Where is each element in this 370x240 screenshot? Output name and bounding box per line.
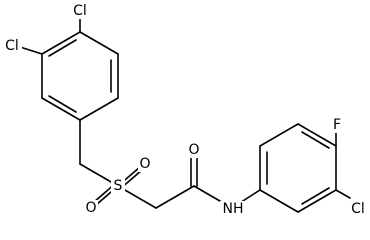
- oxygen-label: O: [139, 156, 150, 172]
- bond: [41, 31, 81, 55]
- bond: [79, 31, 119, 55]
- atom-label-o-sulfonyl-right: O: [138, 156, 152, 172]
- chlorine-label: Cl: [73, 3, 87, 19]
- molecule-diagram: Cl Cl S O O O NH F Cl: [2, 3, 368, 217]
- atom-label-fluorine: F: [330, 117, 344, 133]
- atom-label-cl-right: Cl: [348, 201, 368, 217]
- double-bond-inner: [48, 95, 77, 113]
- bond: [259, 189, 299, 213]
- double-bond-inner: [301, 131, 330, 149]
- double-bond-inner: [48, 39, 77, 57]
- bond-c-cl-left: [19, 46, 43, 55]
- double-bond-inner: [301, 187, 330, 205]
- fluorine-label: F: [333, 117, 341, 133]
- bond: [259, 123, 299, 147]
- amine-label: NH: [223, 201, 244, 217]
- bond: [297, 123, 337, 147]
- atom-label-sulfur: S: [111, 178, 125, 194]
- oxygen-label: O: [85, 200, 96, 216]
- dichlorophenyl-ring: [41, 31, 119, 121]
- chlorofluorophenyl-ring: [259, 123, 337, 213]
- atom-label-o-sulfonyl-left: O: [84, 200, 98, 216]
- chlorine-label: Cl: [351, 201, 365, 217]
- bond-c-cl-right: [335, 189, 351, 199]
- atom-label-nh: NH: [220, 201, 246, 217]
- atom-label-o-carbonyl: O: [187, 142, 201, 158]
- sulfur-label: S: [114, 178, 123, 194]
- bond: [41, 97, 81, 121]
- atom-label-cl-top: Cl: [70, 3, 90, 19]
- structure-canvas: Cl Cl S O O O NH F Cl: [2, 3, 368, 217]
- bond-ch2-carbonyl: [155, 185, 195, 209]
- oxygen-label: O: [188, 142, 199, 158]
- bond: [79, 97, 119, 121]
- bond: [297, 189, 337, 213]
- chlorine-label: Cl: [5, 38, 19, 54]
- atom-label-cl-left: Cl: [2, 38, 22, 54]
